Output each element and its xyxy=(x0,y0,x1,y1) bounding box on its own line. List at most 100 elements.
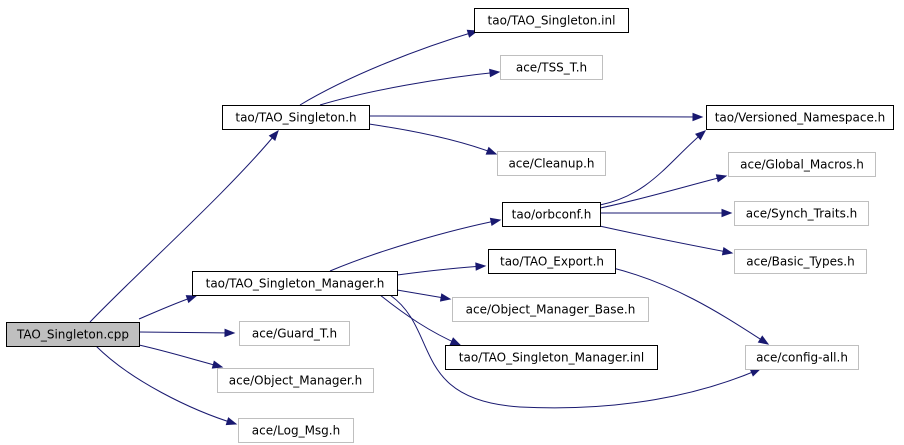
edge-line xyxy=(138,331,235,334)
arrowhead-icon xyxy=(185,295,198,304)
node-ace-object-manager-h: ace/Object_Manager.h xyxy=(217,368,374,393)
node-ace-guard-t-h: ace/Guard_T.h xyxy=(239,321,350,346)
edge-tao-orbconf-h-to-ace-synch-traits-h xyxy=(600,208,733,218)
node-label: tao/TAO_Singleton.h xyxy=(235,111,356,125)
edge-tao-singleton-cpp-to-ace-log-msg-h xyxy=(95,345,238,426)
arrowhead-icon xyxy=(721,208,733,218)
node-ace-cleanup-h: ace/Cleanup.h xyxy=(497,151,606,176)
node-tao-singleton-cpp[interactable]: TAO_Singleton.cpp xyxy=(6,322,140,347)
edge-tao-singleton-cpp-to-ace-object-manager-h xyxy=(138,344,224,369)
node-label: ace/Object_Manager.h xyxy=(229,374,362,388)
node-tao-orbconf-h[interactable]: tao/orbconf.h xyxy=(502,202,601,227)
node-label: tao/TAO_Singleton.inl xyxy=(488,14,616,28)
edge-tao-singleton-manager-h-to-tao-singleton-manager-inl xyxy=(379,294,462,346)
node-label: tao/TAO_Singleton_Manager.inl xyxy=(459,351,644,365)
arrowhead-icon xyxy=(475,262,487,271)
node-tao-versioned-namespace-h[interactable]: tao/Versioned_Namespace.h xyxy=(706,105,894,130)
arrowhead-icon xyxy=(692,112,704,122)
edge-tao-orbconf-h-to-ace-global-macros-h xyxy=(599,174,728,209)
edge-tao-singleton-manager-h-to-ace-object-manager-base-h xyxy=(396,289,452,302)
edge-tao-singleton-cpp-to-ace-guard-t-h xyxy=(138,328,236,338)
node-box xyxy=(734,201,869,226)
edge-line xyxy=(599,130,706,206)
edge-line xyxy=(299,30,478,106)
arrowhead-icon xyxy=(268,129,279,142)
arrowhead-icon xyxy=(757,335,770,345)
edge-tao-singleton-h-to-ace-tss-t-h xyxy=(319,68,501,106)
edge-line xyxy=(396,265,486,276)
edge-tao-singleton-cpp-to-tao-singleton-h xyxy=(89,129,279,323)
node-label: ace/Guard_T.h xyxy=(252,327,337,341)
node-tao-singleton-inl[interactable]: tao/TAO_Singleton.inl xyxy=(474,8,629,33)
node-box xyxy=(239,321,350,346)
edge-line xyxy=(389,294,761,409)
node-label: tao/Versioned_Namespace.h xyxy=(715,111,886,125)
node-box xyxy=(222,105,370,130)
node-label: ace/TSS_T.h xyxy=(516,61,587,75)
node-label: ace/Cleanup.h xyxy=(508,157,594,171)
arrowhead-icon xyxy=(225,417,238,426)
node-ace-basic-types-h: ace/Basic_Types.h xyxy=(734,249,867,274)
edge-tao-singleton-h-to-tao-singleton-inl xyxy=(299,29,479,106)
edge-tao-singleton-h-to-tao-versioned-namespace-h xyxy=(368,112,704,122)
node-box xyxy=(452,297,649,322)
graph-edges xyxy=(89,29,770,426)
node-box xyxy=(474,8,629,33)
node-box xyxy=(728,152,876,177)
edge-tao-singleton-manager-h-to-tao-orbconf-h xyxy=(329,217,502,272)
node-box xyxy=(502,202,601,227)
node-box xyxy=(497,151,606,176)
edge-line xyxy=(368,123,497,155)
edge-line xyxy=(594,224,733,254)
node-tao-singleton-manager-h[interactable]: tao/TAO_Singleton_Manager.h xyxy=(192,271,398,296)
node-box xyxy=(192,271,398,296)
edge-tao-tao-export-h-to-ace-config-all-h xyxy=(612,267,770,345)
arrowhead-icon xyxy=(449,337,462,346)
node-box xyxy=(500,55,603,80)
node-ace-tss-t-h: ace/TSS_T.h xyxy=(500,55,603,80)
node-label: ace/Log_Msg.h xyxy=(252,424,340,438)
edge-tao-singleton-manager-h-to-tao-tao-export-h xyxy=(396,262,487,276)
arrowhead-icon xyxy=(715,174,728,183)
node-tao-singleton-h[interactable]: tao/TAO_Singleton.h xyxy=(222,105,370,130)
edge-line xyxy=(95,345,237,425)
edge-tao-singleton-h-to-ace-cleanup-h xyxy=(368,123,498,155)
node-box xyxy=(6,322,140,347)
node-box xyxy=(706,105,894,130)
arrowhead-icon xyxy=(695,130,707,141)
arrowhead-icon xyxy=(721,247,734,256)
node-label: tao/TAO_Singleton_Manager.h xyxy=(206,277,385,291)
edge-tao-orbconf-h-to-tao-versioned-namespace-h xyxy=(599,130,707,206)
node-ace-config-all-h: ace/config-all.h xyxy=(745,345,859,370)
node-box xyxy=(238,418,354,443)
arrowhead-icon xyxy=(211,360,224,369)
arrowhead-icon xyxy=(489,217,502,227)
node-box xyxy=(445,345,658,370)
node-label: TAO_Singleton.cpp xyxy=(16,328,129,342)
edge-tao-singleton-cpp-to-tao-singleton-manager-h xyxy=(138,295,198,320)
node-label: tao/orbconf.h xyxy=(512,208,592,222)
node-box xyxy=(488,249,616,274)
edge-line xyxy=(138,344,223,368)
arrowhead-icon xyxy=(485,146,498,155)
edge-line xyxy=(319,71,500,106)
arrowhead-icon xyxy=(224,328,236,338)
node-label: ace/Basic_Types.h xyxy=(746,255,854,269)
edge-line xyxy=(368,115,703,118)
edge-line xyxy=(612,267,769,345)
edge-line xyxy=(329,219,501,272)
edge-tao-orbconf-h-to-ace-basic-types-h xyxy=(594,224,734,256)
edge-line xyxy=(89,130,279,323)
node-label: ace/config-all.h xyxy=(756,351,848,365)
edge-tao-singleton-manager-h-to-ace-config-all-h xyxy=(389,294,762,409)
graph-nodes: TAO_Singleton.cpp tao/TAO_Singleton.h tao/… xyxy=(6,8,894,443)
node-ace-log-msg-h: ace/Log_Msg.h xyxy=(238,418,354,443)
node-label: ace/Object_Manager_Base.h xyxy=(466,303,636,317)
edge-line xyxy=(599,175,727,209)
edge-line xyxy=(379,294,461,346)
node-tao-singleton-manager-inl[interactable]: tao/TAO_Singleton_Manager.inl xyxy=(445,345,658,370)
node-box xyxy=(734,249,867,274)
node-ace-object-manager-base-h: ace/Object_Manager_Base.h xyxy=(452,297,649,322)
node-tao-tao-export-h[interactable]: tao/TAO_Export.h xyxy=(488,249,616,274)
